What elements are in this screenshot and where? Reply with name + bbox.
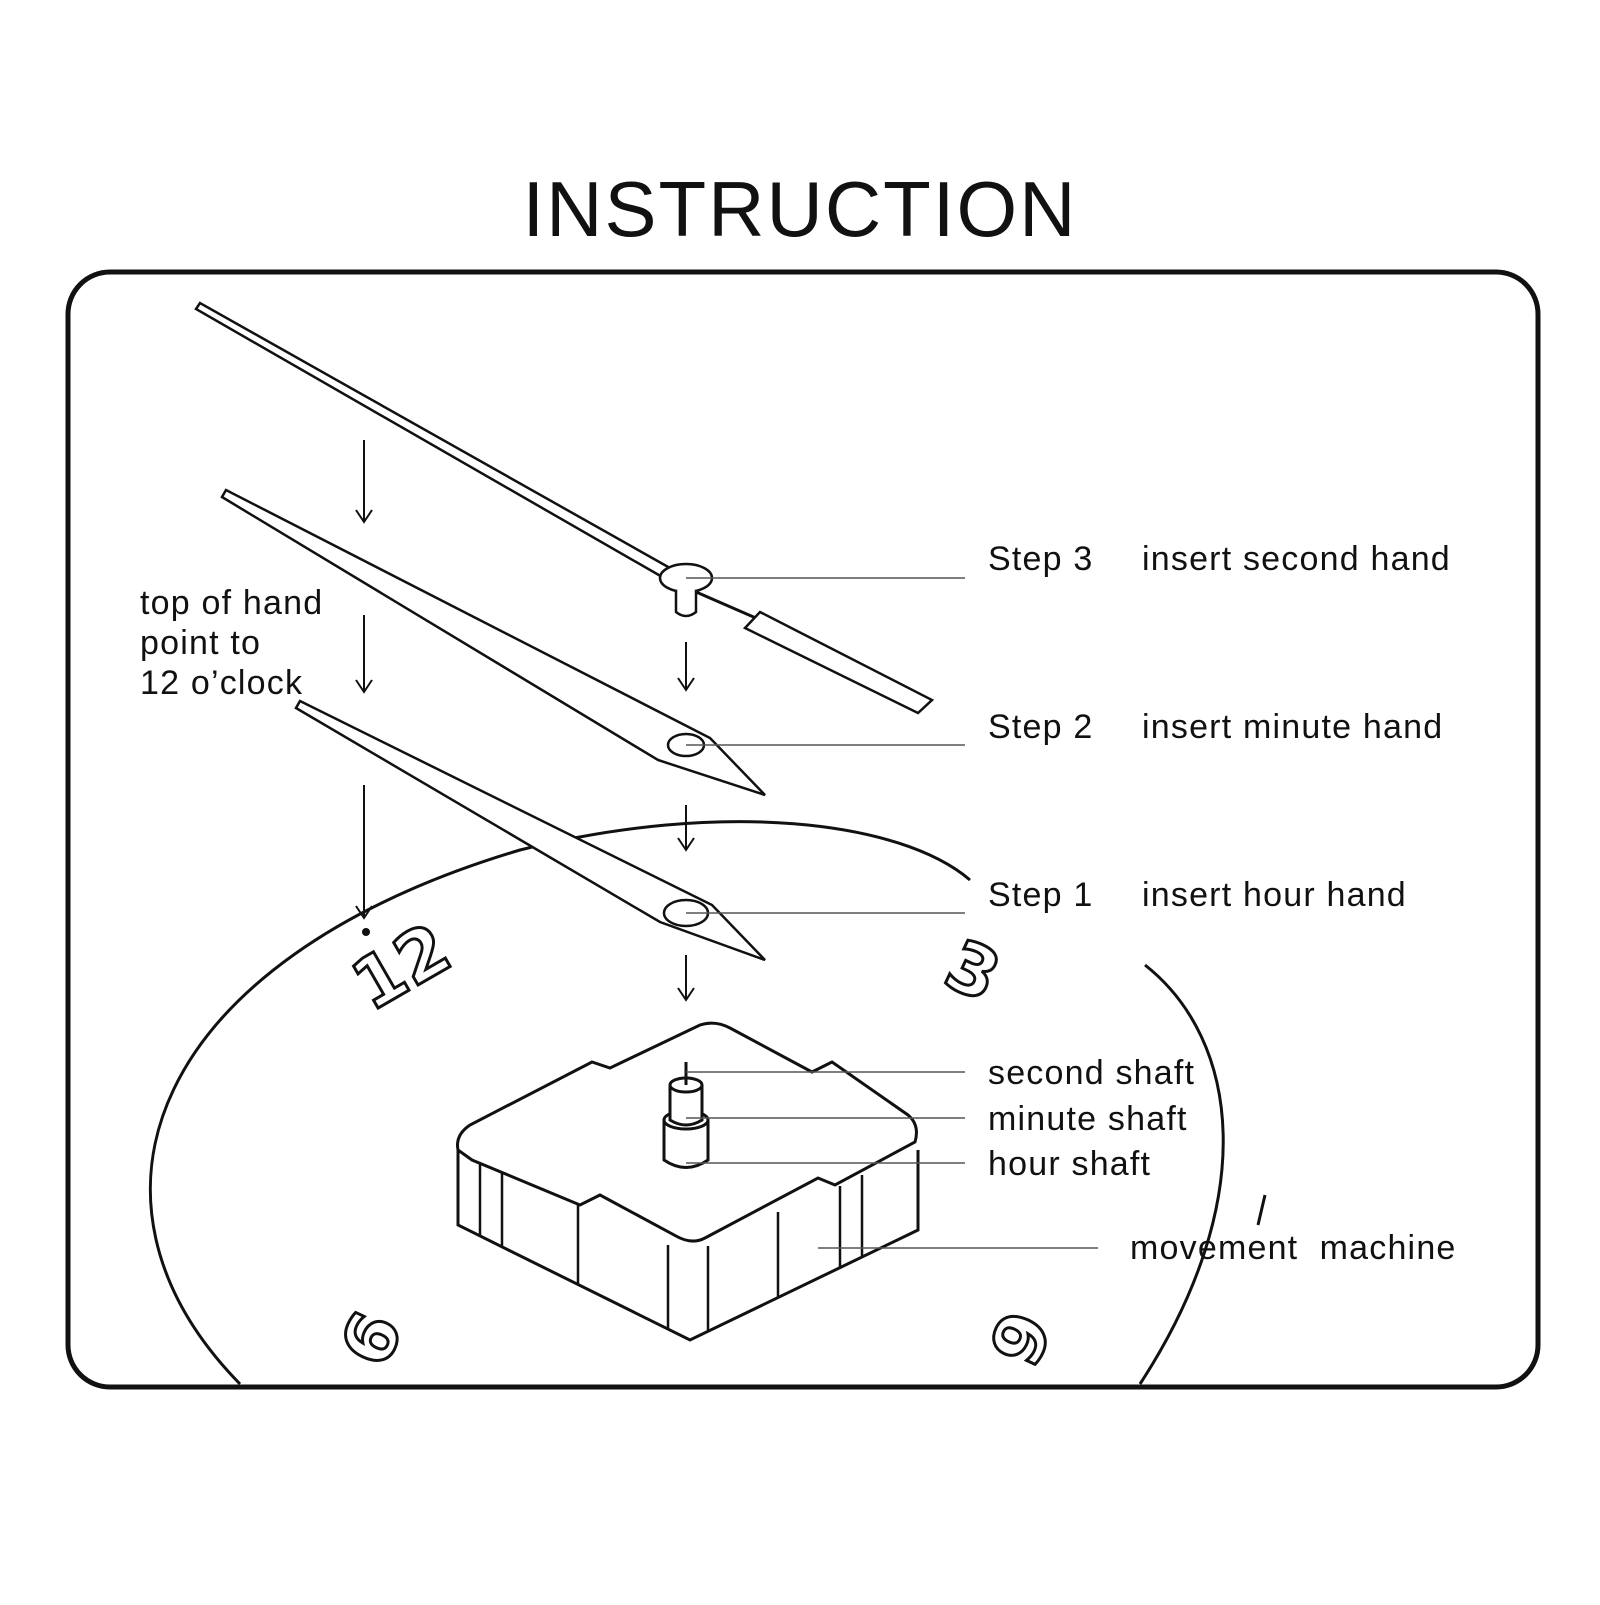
- hint-line-3: 12 o’clock: [140, 664, 303, 702]
- minute-hand: [220, 488, 766, 797]
- numeral-12: 12: [339, 907, 464, 1027]
- page-title: INSTRUCTION: [523, 165, 1078, 253]
- numeral-3: 3: [933, 923, 1012, 1018]
- minute-shaft-label: minute shaft: [988, 1100, 1188, 1138]
- hint-note: top of hand point to 12 o’clock: [140, 584, 323, 702]
- step-3-label: Step 3: [988, 540, 1094, 578]
- shaft-stack: [662, 1062, 710, 1169]
- second-hand: [194, 301, 935, 715]
- assembly-arrows: [355, 440, 695, 1002]
- step-2-label: Step 2: [988, 708, 1094, 746]
- step-labels: Step 3 insert second hand Step 2 insert …: [988, 540, 1451, 914]
- clock-face-arc-right: [1138, 963, 1225, 1385]
- part-labels: second shaft minute shaft hour shaft mov…: [988, 1054, 1457, 1267]
- second-shaft-label: second shaft: [988, 1054, 1195, 1092]
- step-3-text: insert second hand: [1142, 540, 1451, 578]
- twelve-marker-dot: [362, 928, 370, 936]
- movement-machine-label: movement machine: [1130, 1229, 1457, 1267]
- clock-face-arc: [148, 820, 971, 1386]
- hint-line-1: top of hand: [140, 584, 323, 622]
- hint-line-2: point to: [140, 624, 261, 662]
- clock-tick-mark: [1256, 1194, 1267, 1226]
- step-2-text: insert minute hand: [1142, 708, 1443, 746]
- step-1-text: insert hour hand: [1142, 876, 1407, 914]
- leader-lines: [686, 577, 1098, 1249]
- diagram-frame: [65, 269, 1541, 1390]
- hour-shaft-label: hour shaft: [988, 1145, 1151, 1183]
- step-1-label: Step 1: [988, 876, 1094, 914]
- numeral-6: 6: [972, 1298, 1067, 1377]
- numeral-9: 9: [322, 1298, 417, 1377]
- movement-machine: [456, 1021, 920, 1342]
